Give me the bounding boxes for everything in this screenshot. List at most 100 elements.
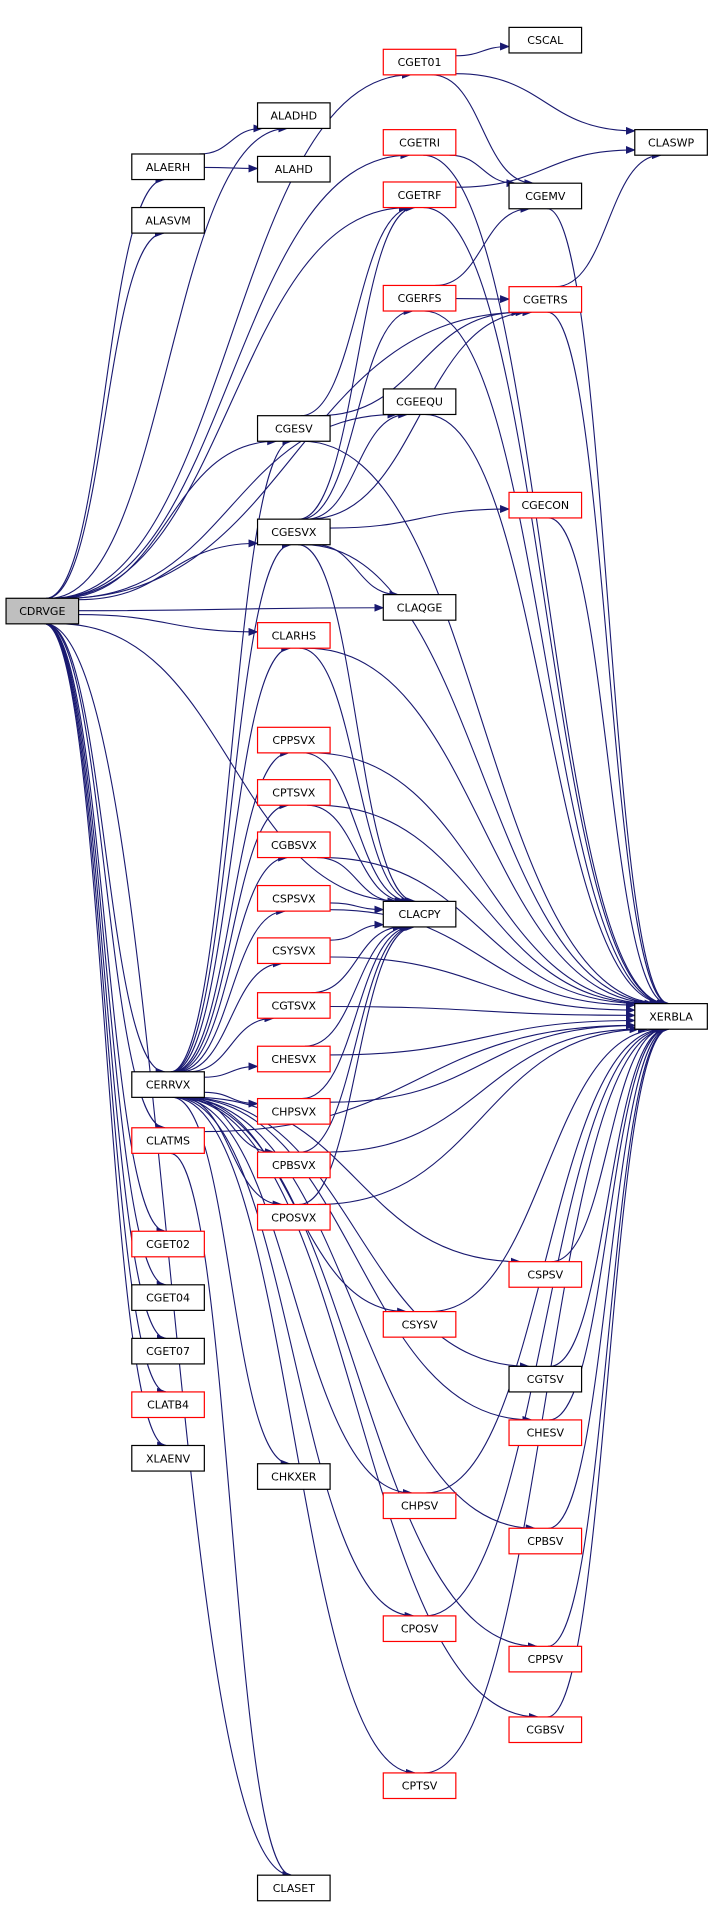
node-label: CGET07 xyxy=(146,1345,190,1358)
node-chpsv[interactable]: CHPSV xyxy=(382,1492,457,1520)
node-clacpy[interactable]: CLACPY xyxy=(382,900,457,928)
node-cerrvx[interactable]: CERRVX xyxy=(131,1071,205,1098)
node-aladhd[interactable]: ALADHD xyxy=(256,102,331,130)
edge-cerrvx-to-cgesvx xyxy=(170,540,292,1073)
node-cpbsvx[interactable]: CPBSVX xyxy=(256,1151,331,1179)
node-alaerh[interactable]: ALAERH xyxy=(131,153,205,181)
node-cget02[interactable]: CGET02 xyxy=(131,1230,205,1258)
edge-cgetrs-to-xerbla xyxy=(547,311,670,1008)
node-cget04[interactable]: CGET04 xyxy=(131,1284,205,1311)
node-claqge[interactable]: CLAQGE xyxy=(382,594,457,621)
edge-cerrvx-to-cpbsv xyxy=(178,1096,536,1533)
node-chpsvx[interactable]: CHPSVX xyxy=(256,1097,331,1125)
node-cgesv[interactable]: CGESV xyxy=(256,415,331,442)
node-cgemv[interactable]: CGEMV xyxy=(508,182,583,210)
node-cppsv[interactable]: CPPSV xyxy=(508,1645,583,1673)
node-claset[interactable]: CLASET xyxy=(256,1874,331,1902)
node-xlaenv[interactable]: XLAENV xyxy=(131,1444,205,1472)
node-cscal[interactable]: CSCAL xyxy=(508,26,583,54)
edge-cerrvx-to-csysvx xyxy=(180,959,283,1073)
node-alahd[interactable]: ALAHD xyxy=(256,155,331,183)
node-label: CLACPY xyxy=(398,908,440,921)
node-claswp[interactable]: CLASWP xyxy=(634,129,708,156)
edge-cerrvx-to-cgtsvx xyxy=(188,1014,275,1073)
node-cgecon[interactable]: CGECON xyxy=(508,491,583,519)
edge-cerrvx-to-chpsvx xyxy=(204,1091,259,1108)
node-cgetrf[interactable]: CGETRF xyxy=(382,181,457,209)
edge-chesvx-to-clacpy xyxy=(304,922,410,1047)
node-clatb4[interactable]: CLATB4 xyxy=(131,1391,205,1419)
node-cgbsvx[interactable]: CGBSVX xyxy=(256,831,331,859)
node-chesvx[interactable]: CHESVX xyxy=(256,1045,331,1073)
edge-cgemv-to-xerbla xyxy=(547,208,671,1008)
node-label: CGTSVX xyxy=(272,999,317,1012)
node-label: CPPSV xyxy=(528,1653,564,1666)
edge-clarhs-to-xerbla xyxy=(306,647,660,1008)
node-cposv[interactable]: CPOSV xyxy=(382,1615,457,1643)
node-cgbsv[interactable]: CGBSV xyxy=(508,1716,583,1744)
node-cgtsvx[interactable]: CGTSVX xyxy=(256,992,331,1019)
edge-chesvx-to-xerbla xyxy=(330,1016,636,1056)
edge-cposv-to-xerbla xyxy=(424,1025,667,1617)
node-box xyxy=(256,1463,331,1490)
node-cgetri[interactable]: CGETRI xyxy=(382,129,457,156)
edge-cerrvx-to-cptsv xyxy=(172,1096,416,1777)
node-csysvx[interactable]: CSYSVX xyxy=(256,937,331,965)
node-chesv[interactable]: CHESV xyxy=(508,1419,583,1447)
node-alasvm[interactable]: ALASVM xyxy=(131,206,205,234)
node-label: CERRVX xyxy=(146,1079,191,1092)
node-box xyxy=(508,1527,583,1555)
edge-cdrvge-to-cgetri xyxy=(52,151,411,599)
edge-chpsv-to-xerbla xyxy=(426,1025,666,1494)
node-cget07[interactable]: CGET07 xyxy=(131,1337,205,1365)
node-label: CGERFS xyxy=(398,292,442,305)
edge-cptsvx-to-clacpy xyxy=(307,804,408,906)
node-cppsvx[interactable]: CPPSVX xyxy=(256,726,331,754)
edge-cdrvge-to-cget02 xyxy=(44,623,167,1236)
node-cposvx[interactable]: CPOSVX xyxy=(256,1203,331,1231)
node-box xyxy=(131,1230,205,1258)
edge-cgesv-to-cgetrs xyxy=(318,308,522,417)
node-chkxer[interactable]: CHKXER xyxy=(256,1463,331,1490)
node-box xyxy=(382,1310,457,1338)
edge-cerrvx-to-cspsv xyxy=(193,1096,521,1266)
edge-cptsv-to-xerbla xyxy=(423,1025,668,1774)
node-cgesvx[interactable]: CGESVX xyxy=(256,518,331,546)
node-cptsv[interactable]: CPTSV xyxy=(382,1772,457,1800)
node-cgetrs[interactable]: CGETRS xyxy=(508,286,583,313)
edge-cdrvge-to-cgetrs xyxy=(62,308,526,599)
edge-cget01-to-cscal xyxy=(455,42,511,57)
node-cspsvx[interactable]: CSPSVX xyxy=(256,884,331,912)
node-box xyxy=(256,726,331,754)
node-label: CGBSVX xyxy=(271,839,317,852)
node-box xyxy=(256,831,331,859)
node-csysv[interactable]: CSYSV xyxy=(382,1310,457,1338)
node-cdrvge[interactable]: CDRVGE xyxy=(5,597,80,625)
node-clatms[interactable]: CLATMS xyxy=(131,1127,205,1154)
node-label: CHPSVX xyxy=(271,1105,316,1118)
node-cgtsv[interactable]: CGTSV xyxy=(508,1365,583,1393)
node-box xyxy=(131,1391,205,1419)
edge-cdrvge-to-cgeequ xyxy=(65,410,398,599)
node-box xyxy=(131,153,205,181)
node-label: CSYSV xyxy=(402,1318,438,1331)
node-cspsv[interactable]: CSPSV xyxy=(508,1261,583,1288)
node-label: CGESV xyxy=(275,422,313,435)
node-clarhs[interactable]: CLARHS xyxy=(256,622,331,649)
node-label: CLASWP xyxy=(648,136,694,149)
node-cgerfs[interactable]: CGERFS xyxy=(382,284,457,312)
node-box xyxy=(256,102,331,130)
node-xerbla[interactable]: XERBLA xyxy=(634,1003,708,1030)
node-label: CLASET xyxy=(273,1882,316,1895)
node-box xyxy=(256,1203,331,1231)
edge-cgetrs-to-claswp xyxy=(555,151,662,288)
node-cptsvx[interactable]: CPTSVX xyxy=(256,779,331,806)
node-box xyxy=(508,1365,583,1393)
edge-cpbsvx-to-clacpy xyxy=(300,922,415,1153)
node-cget01[interactable]: CGET01 xyxy=(382,48,457,76)
node-box xyxy=(131,1284,205,1311)
node-cpbsv[interactable]: CPBSV xyxy=(508,1527,583,1555)
node-cgeequ[interactable]: CGEEQU xyxy=(382,388,457,416)
node-box xyxy=(256,155,331,183)
